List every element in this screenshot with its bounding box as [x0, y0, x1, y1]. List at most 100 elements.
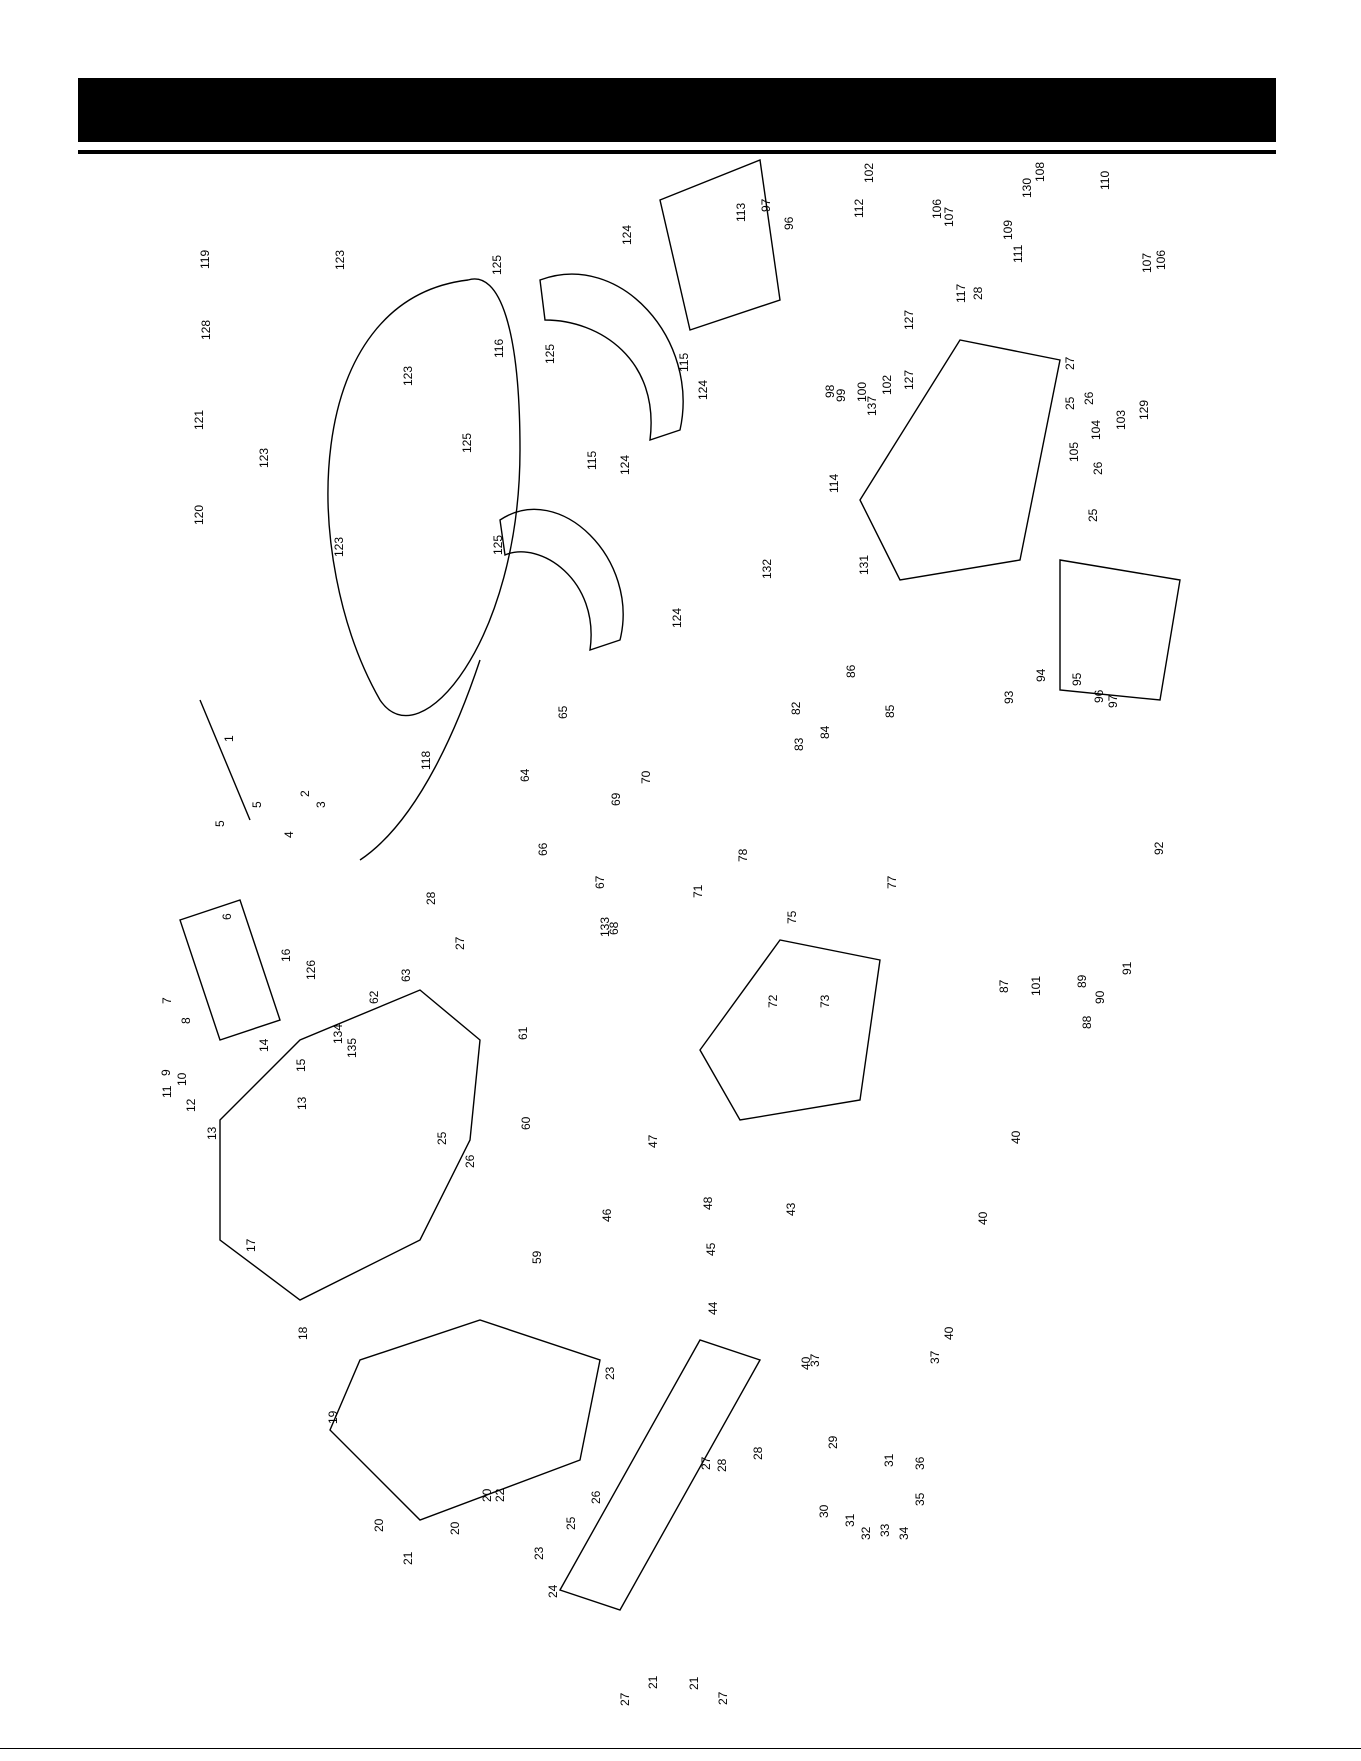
part-number-label: 5 [250, 801, 264, 808]
part-number-label: 92 [1152, 841, 1166, 855]
part-number-label: 3 [314, 801, 328, 808]
part-number-label: 9 [159, 1069, 173, 1076]
part-number-label: 107 [942, 207, 956, 227]
part-number-label: 115 [677, 353, 691, 372]
part-number-label: 25 [564, 1516, 578, 1530]
trunnion-left [499, 508, 624, 652]
part-number-label: 91 [1120, 961, 1134, 975]
part-number-label: 97 [759, 198, 773, 212]
part-number-label: 128 [199, 320, 213, 340]
part-number-label: 21 [646, 1675, 660, 1689]
part-number-label: 25 [435, 1131, 449, 1145]
part-number-label: 107 [1140, 253, 1154, 273]
part-number-label: 77 [885, 875, 899, 889]
part-number-label: 104 [1089, 420, 1103, 440]
part-number-label: 11 [160, 1085, 174, 1098]
part-number-label: 40 [799, 1356, 813, 1370]
part-number-label: 28 [715, 1458, 729, 1472]
part-number-label: 124 [618, 455, 632, 475]
part-number-label: 84 [818, 725, 832, 739]
part-number-label: 110 [1098, 171, 1112, 190]
blade-guard [659, 159, 781, 331]
part-number-label: 33 [878, 1523, 892, 1537]
part-number-label: 36 [913, 1456, 927, 1470]
part-number-label: 70 [639, 770, 653, 784]
part-number-label: 114 [827, 474, 841, 493]
base-rail [558, 1339, 762, 1611]
part-number-label: 27 [699, 1456, 713, 1470]
part-number-label: 16 [279, 948, 293, 962]
part-number-label: 40 [1009, 1130, 1023, 1144]
part-number-label: 96 [782, 216, 796, 230]
part-number-label: 95 [1070, 672, 1084, 686]
part-number-label: 132 [760, 559, 774, 579]
part-number-label: 106 [1154, 250, 1168, 270]
cable-bundle [359, 659, 481, 861]
part-number-label: 88 [1080, 1015, 1094, 1029]
part-number-label: 87 [997, 979, 1011, 993]
part-number-label: 15 [294, 1058, 308, 1072]
part-number-label: 32 [859, 1526, 873, 1540]
part-number-label: 72 [766, 994, 780, 1008]
dust-cover [1059, 559, 1181, 701]
part-number-label: 26 [1082, 391, 1096, 405]
part-number-label: 29 [826, 1435, 840, 1449]
part-number-label: 10 [175, 1072, 189, 1086]
part-number-label: 20 [372, 1518, 386, 1532]
part-number-label: 44 [706, 1301, 720, 1315]
part-number-label: 129 [1137, 400, 1151, 420]
motor-body [179, 899, 281, 1041]
header-rule [78, 150, 1276, 154]
part-number-label: 108 [1033, 162, 1047, 182]
part-number-label: 2 [298, 790, 312, 797]
side-panel [329, 1319, 601, 1521]
part-number-label: 47 [646, 1134, 660, 1148]
base-housing [219, 989, 481, 1301]
part-number-label: 123 [401, 366, 415, 386]
part-number-label: 23 [532, 1546, 546, 1560]
part-number-label: 23 [603, 1366, 617, 1380]
trunnion-right [539, 273, 684, 442]
part-number-label: 12 [184, 1098, 198, 1112]
part-number-label: 20 [480, 1488, 494, 1502]
part-number-label: 27 [618, 1692, 632, 1706]
part-number-label: 62 [367, 990, 381, 1004]
part-number-label: 97 [1106, 694, 1120, 708]
part-number-label: 103 [1114, 410, 1128, 430]
part-number-label: 37 [928, 1350, 942, 1364]
part-number-label: 78 [736, 848, 750, 862]
part-number-label: 7 [160, 997, 174, 1004]
part-number-label: 66 [536, 842, 550, 856]
part-number-label: 37 [808, 1353, 822, 1367]
part-number-label: 113 [734, 203, 748, 222]
power-cord [199, 699, 251, 821]
part-number-label: 1 [222, 735, 236, 742]
part-number-label: 20 [448, 1521, 462, 1535]
part-number-label: 125 [460, 433, 474, 453]
part-number-label: 13 [205, 1126, 219, 1140]
part-number-label: 17 [244, 1238, 258, 1252]
part-number-label: 106 [930, 199, 944, 219]
part-number-label: 27 [453, 936, 467, 950]
part-number-label: 60 [519, 1116, 533, 1130]
part-number-label: 31 [843, 1513, 857, 1527]
part-number-label: 13 [295, 1096, 309, 1110]
part-number-label: 89 [1075, 974, 1089, 988]
part-number-label: 112 [852, 199, 866, 218]
part-number-label: 34 [897, 1526, 911, 1540]
part-number-label: 82 [789, 701, 803, 715]
part-number-label: 83 [792, 737, 806, 751]
part-number-label: 69 [609, 792, 623, 806]
part-number-label: 121 [192, 410, 206, 430]
part-number-label: 100 [855, 382, 869, 402]
part-number-label: 40 [942, 1326, 956, 1340]
part-number-label: 24 [546, 1584, 560, 1598]
part-number-label: 130 [1020, 178, 1034, 198]
part-number-label: 96 [1092, 689, 1106, 703]
part-number-label: 45 [704, 1242, 718, 1256]
part-number-label: 137 [865, 396, 879, 416]
part-number-label: 64 [518, 768, 532, 782]
part-number-label: 68 [607, 921, 621, 935]
